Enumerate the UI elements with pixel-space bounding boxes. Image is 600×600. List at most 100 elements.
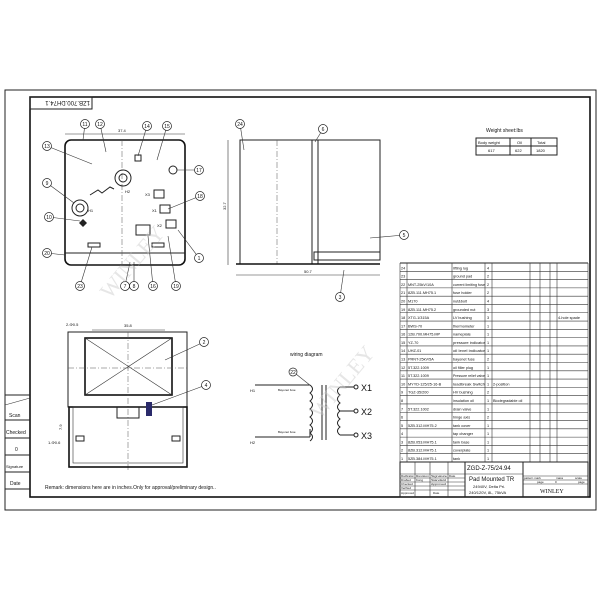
parts-name: thermometer <box>453 324 475 328</box>
top-view: 2-Φ0.5 35.8 7.9 1-Φ0.6 <box>48 322 188 470</box>
label-x2: X2 <box>157 223 163 228</box>
pattern-mark-label: pattern mark <box>524 476 541 480</box>
parts-note: 2-position <box>493 382 509 386</box>
parts-qty: 1 <box>487 457 489 461</box>
wiring-fuse-label-2: Bayonet fuse <box>278 430 296 434</box>
strip-date: Date <box>10 481 21 487</box>
balloon-number: 13 <box>44 144 50 150</box>
drawing-title: Pad Mounted TR <box>469 477 515 483</box>
parts-name: ground pad <box>453 275 472 279</box>
mass-label: mass <box>556 476 564 480</box>
page-count: 0 <box>555 480 557 484</box>
parts-no: 21 <box>401 291 405 295</box>
parts-code: MYYD-125/25-16-B <box>408 382 442 386</box>
signoff-checked: Checked <box>401 482 413 486</box>
balloon: 9 <box>42 178 75 204</box>
drawing-number: 1ZB.700.DH74.1 <box>45 99 90 105</box>
balloon-number: 23 <box>77 284 83 290</box>
strip-checked: Checked <box>6 430 26 436</box>
parts-no: 24 <box>401 266 405 270</box>
balloon: 13 <box>42 141 93 165</box>
parts-name: oil level indicator <box>453 349 486 353</box>
parts-no: 8 <box>401 399 403 403</box>
label-x1: X1 <box>152 208 158 213</box>
balloon: 12 <box>95 119 107 153</box>
lv-bushing-x1 <box>159 204 171 214</box>
signoff-col-modification: Modification <box>401 474 414 478</box>
parts-qty: 1 <box>487 382 489 386</box>
balloon: 8 <box>129 262 139 291</box>
spec-primary: 24940V, Delta Pri. <box>473 484 505 489</box>
strip-signature: Signature <box>6 464 24 469</box>
parts-name: tank base <box>453 440 469 444</box>
side-height-dim: 32.7 <box>222 201 227 210</box>
parts-qty: 4 <box>487 266 489 270</box>
parts-qty: 1 <box>487 432 489 436</box>
parts-code: XTG-1/315A <box>408 316 430 320</box>
parts-name: coverplate <box>453 449 471 453</box>
side-depth-dim: 50.7 <box>304 269 313 274</box>
balloon-22: 22 <box>288 367 298 377</box>
balloon-number: 4 <box>205 383 208 389</box>
balloon-number: 20 <box>44 251 50 257</box>
parts-qty: 1 <box>487 341 489 345</box>
parts-qty: 1 <box>487 374 489 378</box>
parts-qty: 2 <box>487 291 489 295</box>
balloon-number: 7 <box>124 284 127 290</box>
parts-code: 8ZB.111.MH75.1 <box>408 291 436 295</box>
parts-name: oil filler plug <box>453 366 473 370</box>
parts-note: Biodegradable oil <box>493 399 522 403</box>
parts-code: 5ZB.384.MH75.1 <box>408 457 437 461</box>
parts-code: 8ZB.053.MH75.1 <box>408 440 437 444</box>
parts-qty: 2 <box>487 283 489 287</box>
parts-no: 4 <box>401 432 403 436</box>
balloon: 2 <box>164 337 209 361</box>
balloon-number: 2 <box>203 340 206 346</box>
signoff-verified: Verified <box>401 486 411 490</box>
balloon-number: 11 <box>82 122 87 128</box>
balloon: 19 <box>167 235 181 291</box>
parts-qty: 4 <box>487 299 489 303</box>
signoff-col-revision: Revision <box>416 474 429 478</box>
parts-qty: 1 <box>487 324 489 328</box>
parts-name: lifting lug <box>453 266 468 270</box>
signoff-name-standard: Standard <box>431 478 446 482</box>
signoff-approved: Approved <box>401 491 414 495</box>
balloon-number: 15 <box>164 124 170 130</box>
parts-name: LV bushing <box>453 316 472 320</box>
balloon: 20 <box>42 248 66 258</box>
parts-name: Pressure relief valve <box>453 374 485 378</box>
balloon-number: 6 <box>322 127 325 133</box>
weight-body-value: 617 <box>488 148 495 153</box>
wiring-fuse-label-1: Bayonet fuse <box>278 388 296 392</box>
label-h1: H1 <box>88 208 94 213</box>
balloon: 6 <box>314 124 328 143</box>
parts-name: HV bushing <box>453 391 473 395</box>
balloon-number: 14 <box>144 124 150 130</box>
parts-name: nut&bolt <box>453 299 468 303</box>
wiring-h2: H2 <box>250 440 256 445</box>
strip-scan: Scan <box>9 413 21 419</box>
front-view: 37.4 H1 H2 X3 X1 X2 <box>64 128 186 266</box>
balloon-number: 1 <box>198 256 201 262</box>
parts-note: 4-hole spade <box>558 316 580 320</box>
parts-no: 7 <box>401 407 403 411</box>
parts-no: 19 <box>401 308 405 312</box>
signoff-name-approved: Approved <box>431 482 446 486</box>
parts-no: 20 <box>401 299 405 303</box>
wiring-title: wiring diagram <box>290 352 323 358</box>
model-number: ZGD-Z-75/24.94 <box>467 466 511 472</box>
parts-no: 6 <box>401 416 403 420</box>
signoff-drafted: Drafted <box>401 478 411 482</box>
parts-qty: 1 <box>487 399 489 403</box>
parts-code: 5T.322.1009 <box>408 366 429 370</box>
balloon-number: 5 <box>403 233 406 239</box>
remark: Remark: dimensions here are in inches.On… <box>45 485 216 491</box>
top-side-dim: 7.9 <box>58 424 63 430</box>
parts-code: 5T.322.1009 <box>408 374 429 378</box>
